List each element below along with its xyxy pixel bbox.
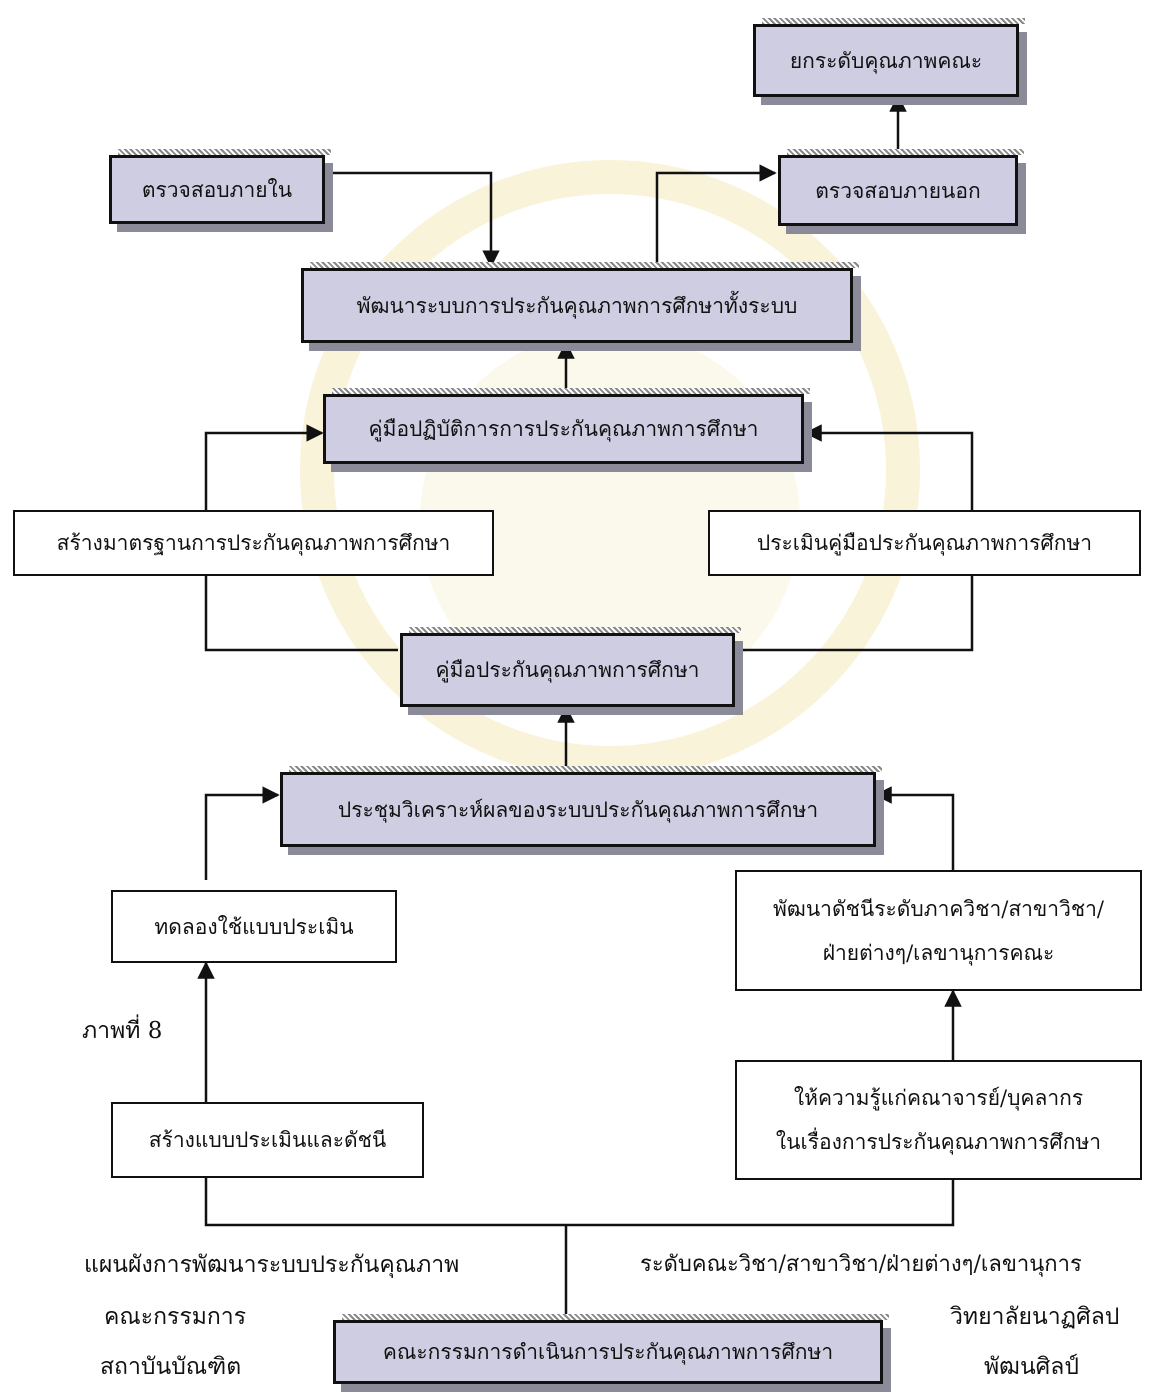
create-evaluation-box: สร้างแบบประเมินและดัชนี [111, 1102, 424, 1178]
connector-bottom-bracket [204, 1178, 955, 1227]
practice-manual-box: คู่มือปฏิบัติการการประกันคุณภาพการศึกษา [323, 388, 810, 464]
arrow-index-to-analysis [874, 786, 955, 870]
arrow-develop-to-external [655, 164, 777, 266]
internal-audit-box: ตรวจสอบภายใน [109, 149, 331, 224]
develop-index-box: พัฒนาดัชนีระดับภาควิชา/สาขาวิชา/ ฝ่ายต่า… [735, 870, 1142, 991]
knowledge-box: ให้ความรู้แก่คณาจารย์/บุคลากร ในเรื่องกา… [735, 1060, 1142, 1180]
bottom-right-line-2: วิทยาลัยนาฏศิลป [950, 1304, 1120, 1330]
external-audit-box: ตรวจสอบภายนอก [778, 149, 1024, 226]
arrow-internal-to-develop [325, 171, 500, 268]
arrow-trial-to-analysis [204, 786, 280, 880]
create-standard-box: สร้างมาตรฐานการประกันคุณภาพการศึกษา [13, 510, 494, 576]
develop-system-box: พัฒนาระบบการประกันคุณภาพการศึกษาทั้งระบบ [301, 262, 859, 343]
bottom-left-line-3: สถาบันบัณฑิต [100, 1354, 242, 1380]
bottom-right-line-3: พัฒนศิลป์ [984, 1354, 1079, 1380]
upgrade-faculty-quality-box: ยกระดับคุณภาพคณะ [753, 18, 1025, 97]
trial-evaluation-box: ทดลองใช้แบบประเมิน [111, 890, 397, 963]
bottom-left-line-1: แผนผังการพัฒนาระบบประกันคุณภาพ [84, 1252, 460, 1278]
analysis-meeting-box: ประชุมวิเคราะห์ผลของระบบประกันคุณภาพการศ… [280, 766, 882, 847]
qa-manual-box: คู่มือประกันคุณภาพการศึกษา [400, 627, 741, 707]
committee-box: คณะกรรมการดำเนินการประกันคุณภาพการศึกษา [333, 1314, 889, 1384]
figure-label: ภาพที่ 8 [82, 1018, 163, 1044]
bottom-left-line-2: คณะกรรมการ [104, 1304, 247, 1330]
bottom-right-line-1: ระดับคณะวิชา/สาขาวิชา/ฝ่ายต่างๆ/เลขานุกา… [640, 1252, 1082, 1277]
evaluate-manual-box: ประเมินคู่มือประกันคุณภาพการศึกษา [708, 510, 1141, 576]
